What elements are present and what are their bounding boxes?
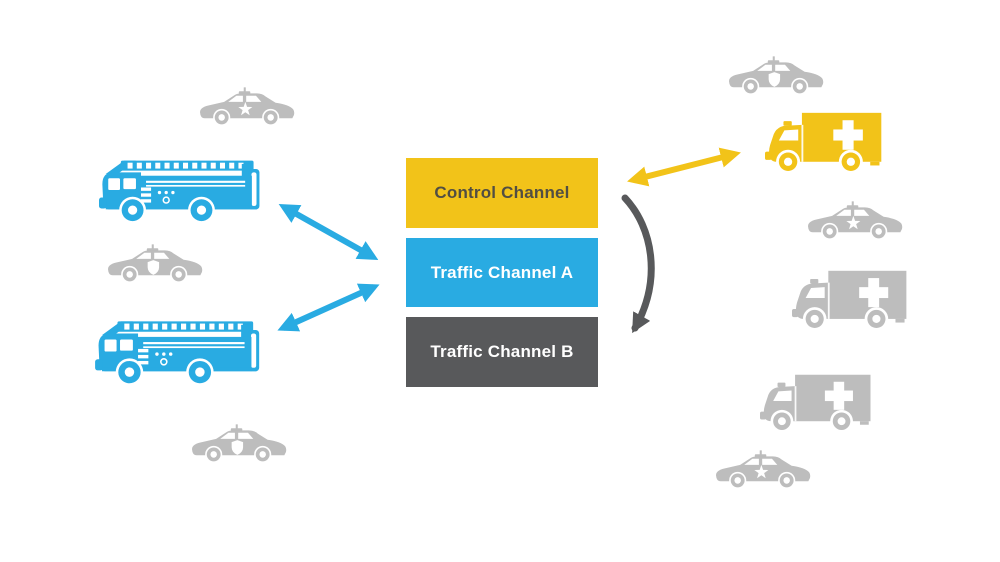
police-car-star-icon (198, 87, 296, 125)
ambulance-icon (765, 110, 885, 172)
police-car-shield-icon (106, 244, 204, 282)
police-car-shield-icon (727, 56, 825, 94)
arrow-control-to-channel-b (621, 194, 655, 334)
traffic-channel-b-box: Traffic Channel B (406, 317, 598, 387)
traffic-channel-a-label: Traffic Channel A (430, 262, 574, 282)
fire-truck-icon (95, 318, 267, 385)
police-car-star-icon (714, 450, 812, 488)
police-car-shield-icon (190, 424, 288, 462)
traffic-channel-a-box: Traffic Channel A (406, 238, 598, 307)
police-car-star-icon (806, 201, 904, 239)
arrow-firetruck-bottom-to-channel-a (277, 283, 380, 332)
traffic-channel-b-label: Traffic Channel B (430, 342, 574, 361)
ambulance-icon (760, 372, 874, 431)
arrow-firetruck-top-to-channel-a (278, 204, 379, 260)
fire-truck-icon (99, 157, 267, 223)
control-channel-label: Control Channel (434, 183, 570, 202)
arrow-control-to-ambulance (627, 147, 741, 187)
ambulance-icon (792, 268, 910, 329)
control-channel-box: Control Channel (406, 158, 598, 228)
